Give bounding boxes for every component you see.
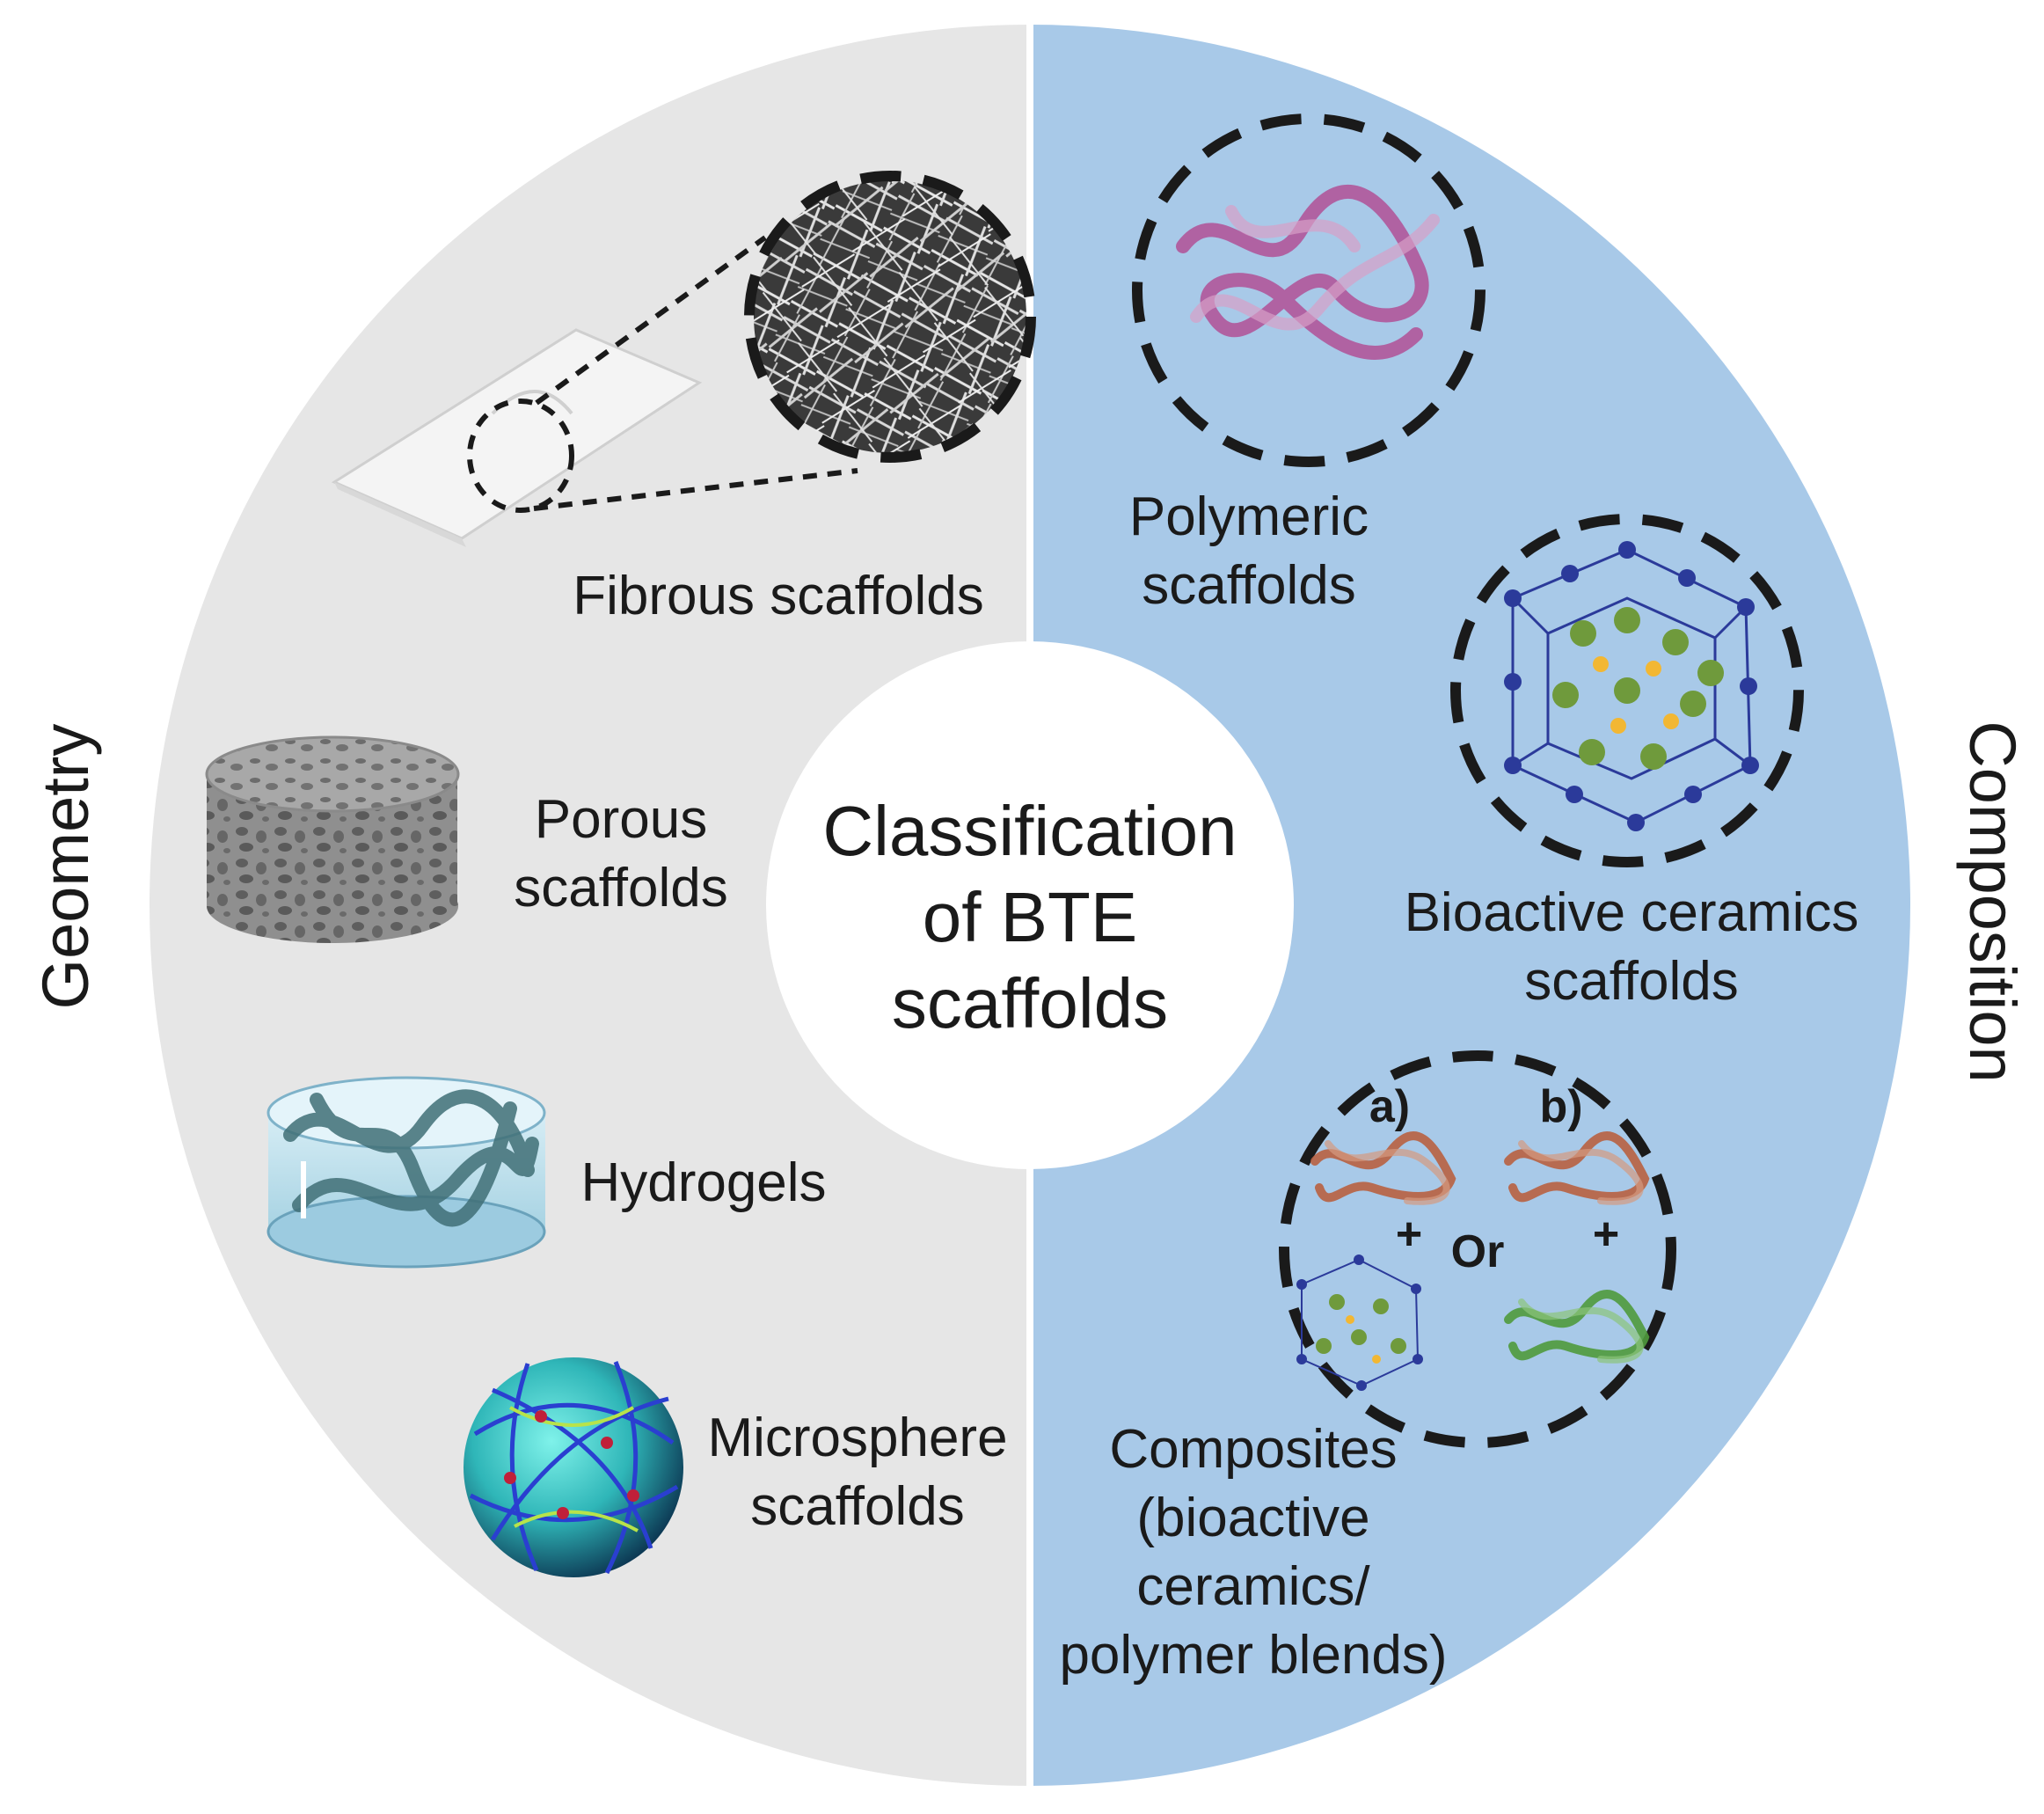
composite-option-a: a)	[1369, 1081, 1410, 1132]
porous-scaffolds-label-line1: Porous	[535, 789, 707, 850]
composites-label-line3: ceramics/	[1136, 1556, 1370, 1617]
polymeric-scaffolds-label-line2: scaffolds	[1142, 555, 1356, 616]
hydrogels-label: Hydrogels	[580, 1152, 826, 1213]
composites-label-line1: Composites	[1109, 1419, 1397, 1480]
composite-plus-a: +	[1396, 1209, 1422, 1260]
hydrogel-illustration	[266, 1076, 546, 1269]
ceramics-scaffold-illustration	[1450, 514, 1804, 867]
composites-label-line4: polymer blends)	[1059, 1625, 1447, 1686]
composite-plus-b: +	[1593, 1209, 1619, 1260]
microsphere-scaffolds-label-line2: scaffolds	[750, 1476, 965, 1537]
porous-scaffold-illustration	[205, 735, 460, 943]
microsphere-illustration	[464, 1357, 683, 1577]
ceramics-scaffolds-label-line1: Bioactive ceramics	[1405, 882, 1859, 943]
composite-option-b: b)	[1539, 1081, 1582, 1132]
fibrous-scaffolds-label: Fibrous scaffolds	[573, 566, 984, 626]
fibrous-scaffold-illustration	[331, 171, 1036, 547]
microsphere-scaffolds-label-line1: Microsphere	[707, 1408, 1007, 1468]
center-disk	[766, 641, 1294, 1169]
composites-label-line2: (bioactive	[1136, 1488, 1369, 1548]
geometry-axis-label: Geometry	[29, 724, 102, 1010]
center-title-line2: of BTE	[923, 878, 1138, 956]
porous-scaffolds-label-line2: scaffolds	[514, 858, 728, 918]
composite-or: Or	[1451, 1226, 1505, 1277]
composites-illustration	[1279, 1050, 1676, 1448]
composition-half	[1030, 25, 1910, 1786]
composition-axis-label: Composition	[1956, 720, 2029, 1082]
polymeric-scaffolds-label-line1: Polymeric	[1129, 486, 1369, 547]
ceramics-scaffolds-label-line2: scaffolds	[1524, 951, 1739, 1012]
polymeric-scaffold-illustration	[1132, 113, 1486, 467]
center-title-line3: scaffolds	[892, 964, 1168, 1042]
center-title-line1: Classification	[822, 792, 1237, 870]
